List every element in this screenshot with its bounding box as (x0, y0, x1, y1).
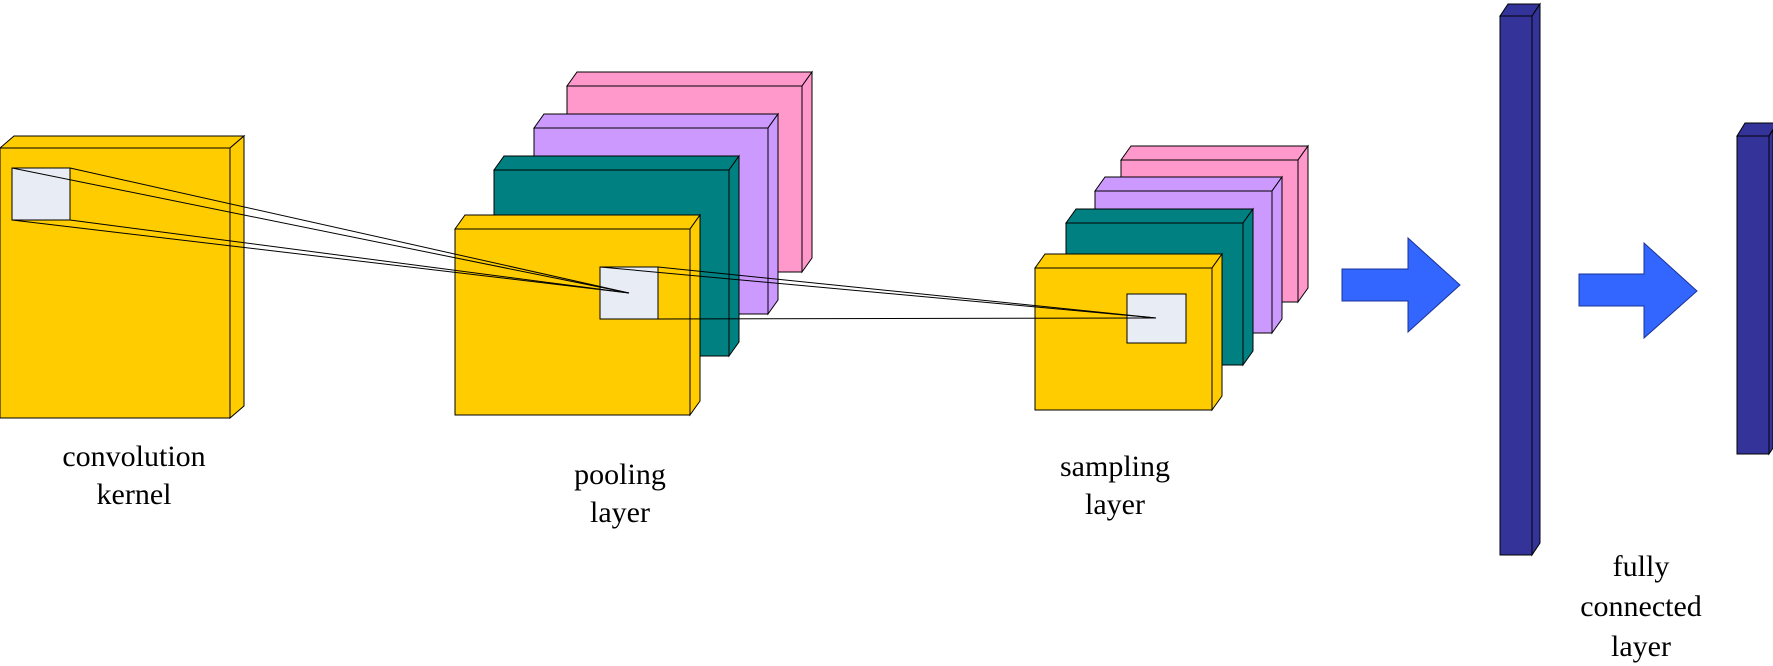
convolution-label-line1: convolution (62, 440, 205, 473)
pooling-map-yellow (454, 213, 701, 417)
sampling-label-line1: sampling (1060, 450, 1170, 483)
convolution-block-top (0, 135, 246, 149)
sampling-label-line2: layer (1085, 488, 1145, 521)
receptive-field-lines (11, 167, 1157, 320)
fully-connected-bar-1 (1499, 2, 1541, 557)
fully-connected-label-line1: fully (1613, 550, 1670, 583)
fully-connected-label-line2: connected (1580, 590, 1702, 623)
pooling-layer-stack (454, 70, 813, 417)
sampling-layer-stack (1034, 144, 1309, 412)
sampling-map-yellow (1034, 252, 1223, 412)
pooling-label-line1: pooling (574, 458, 666, 491)
convolution-kernel-block (0, 134, 246, 420)
convolution-block-side (229, 134, 245, 420)
arrow-right-icon (1341, 236, 1461, 334)
arrow-right-icon (1578, 241, 1698, 340)
pooling-label-line2: layer (590, 496, 650, 529)
fully-connected-bar-2 (1736, 122, 1773, 456)
fully-connected-label-line3: layer (1611, 630, 1671, 663)
convolution-kernel-window (11, 167, 71, 221)
convolution-label-line2: kernel (97, 478, 172, 511)
